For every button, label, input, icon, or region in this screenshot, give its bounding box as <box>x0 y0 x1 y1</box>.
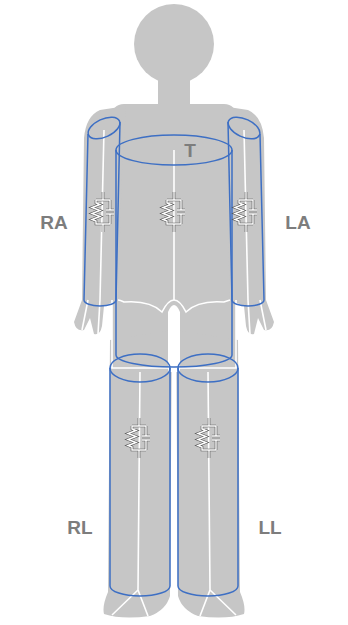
resistor-outline <box>163 192 185 232</box>
segment-label: LL <box>258 518 281 537</box>
impedance-symbols <box>92 192 257 458</box>
crotch-gap <box>168 305 180 372</box>
skeleton-lines <box>82 130 266 616</box>
segment-label: LA <box>285 213 310 232</box>
resistor-symbol <box>128 418 150 458</box>
resistor-outline <box>235 192 257 232</box>
segment-label: T <box>184 141 196 160</box>
resistor-stroke <box>128 418 150 458</box>
resistor-symbol <box>235 192 257 232</box>
resistor-stroke <box>163 192 185 232</box>
body-silhouette <box>74 4 274 618</box>
segment-cylinders <box>84 113 264 596</box>
resistor-symbol <box>163 192 185 232</box>
resistor-outline <box>92 192 114 232</box>
segment-label: RL <box>67 518 92 537</box>
segment-label: RA <box>40 213 67 232</box>
resistor-outline <box>128 418 150 458</box>
resistor-outline <box>198 418 220 458</box>
resistor-stroke <box>92 192 114 232</box>
resistor-symbol <box>198 418 220 458</box>
resistor-symbol <box>92 192 114 232</box>
resistor-stroke <box>198 418 220 458</box>
resistor-stroke <box>235 192 257 232</box>
